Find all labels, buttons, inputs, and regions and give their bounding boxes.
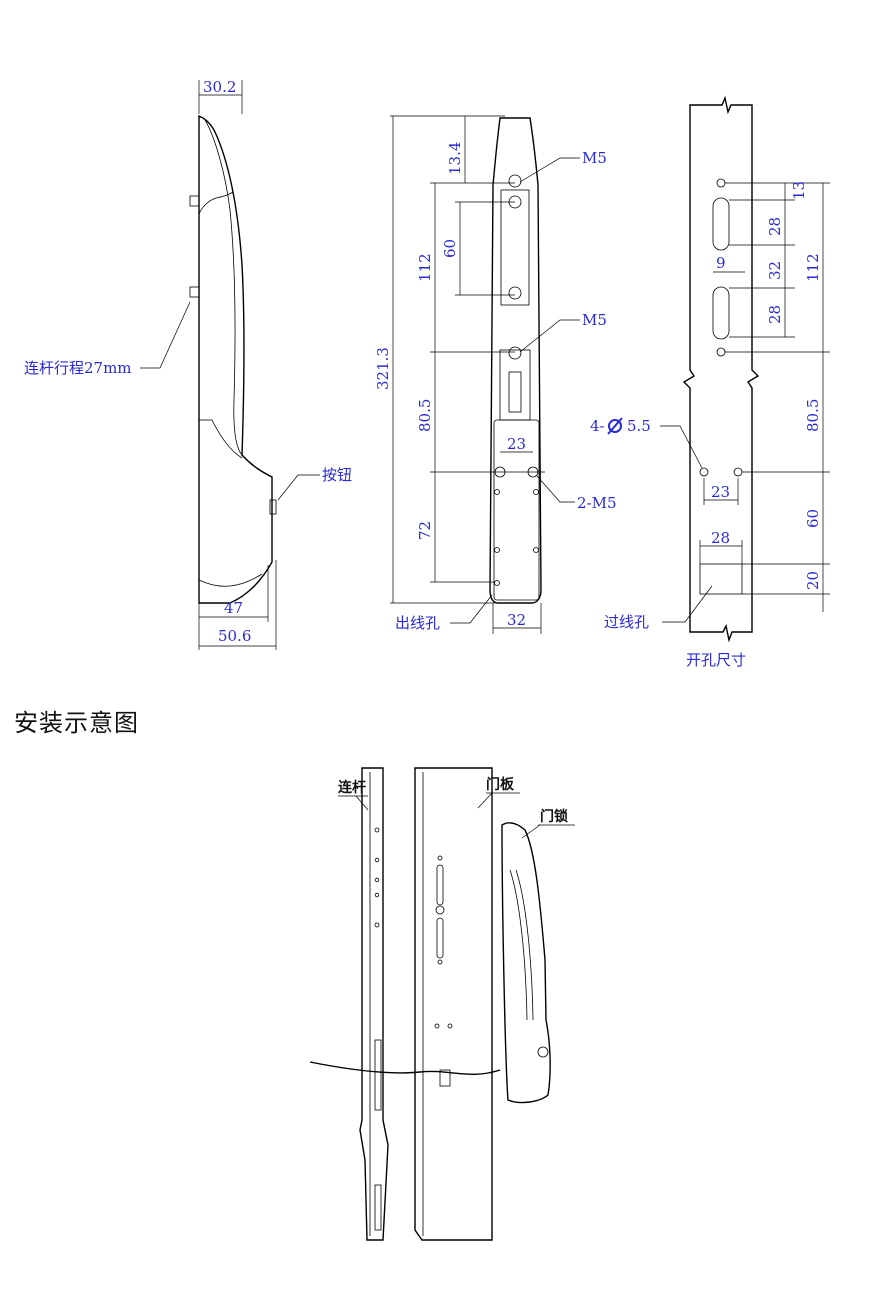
dim-cut-32: 32 <box>766 261 784 280</box>
label-screw-top: M5 <box>582 149 607 167</box>
label-pass-hole: 过线孔 <box>604 613 649 631</box>
dim-cut-13: 13 <box>790 181 808 200</box>
section-title: 安装示意图 <box>14 709 139 737</box>
dim-width: 32 <box>507 611 526 629</box>
dim-total-height: 321.3 <box>374 347 392 390</box>
label-holes-count: 4- <box>590 417 605 435</box>
dim-cut-9: 9 <box>716 254 726 272</box>
dim-top-width: 30.2 <box>203 78 236 96</box>
dim-lower-spacing: 72 <box>416 521 434 540</box>
label-door-lock: 门锁 <box>540 808 568 825</box>
label-link-rod: 连杆 <box>338 779 366 796</box>
front-view: 321.3 13.4 112 60 80.5 72 23 32 M5 M5 2-… <box>374 115 617 634</box>
dim-hole-pitch: 23 <box>507 435 526 453</box>
cutout-title: 开孔尺寸 <box>686 651 746 669</box>
dim-upper-spacing: 112 <box>416 253 434 282</box>
label-button: 按钮 <box>322 466 352 484</box>
dim-cut-60: 60 <box>804 509 822 528</box>
label-cable-exit: 出线孔 <box>395 614 440 632</box>
dim-cut-23: 23 <box>711 483 730 501</box>
dim-outer-bottom: 50.6 <box>218 627 251 645</box>
label-screw-mid: M5 <box>582 311 607 329</box>
install-view: 连杆 门板 门锁 <box>309 767 575 1241</box>
side-view: 30.2 47 50.6 连杆行程27mm 按钮 <box>24 78 352 650</box>
label-screw-pair: 2-M5 <box>577 494 617 512</box>
dim-cut-80-5: 80.5 <box>804 399 822 432</box>
label-hole-diameter: 5.5 <box>627 417 651 435</box>
dim-top-offset: 13.4 <box>446 142 464 175</box>
label-door-panel: 门板 <box>486 776 515 793</box>
diameter-icon <box>607 417 623 435</box>
dim-inner-bottom: 47 <box>224 599 243 617</box>
dim-cut-28w: 28 <box>711 529 730 547</box>
dim-cut-112: 112 <box>804 253 822 282</box>
dim-cut-20: 20 <box>804 571 822 590</box>
dim-slot-length: 60 <box>441 239 459 258</box>
dim-mid-spacing: 80.5 <box>416 399 434 432</box>
dim-cut-28a: 28 <box>766 217 784 236</box>
cutout-view: 13 28 32 28 112 80.5 60 20 9 23 28 4- 5.… <box>590 95 830 669</box>
label-link-travel: 连杆行程27mm <box>24 359 132 377</box>
dim-cut-28b: 28 <box>766 305 784 324</box>
